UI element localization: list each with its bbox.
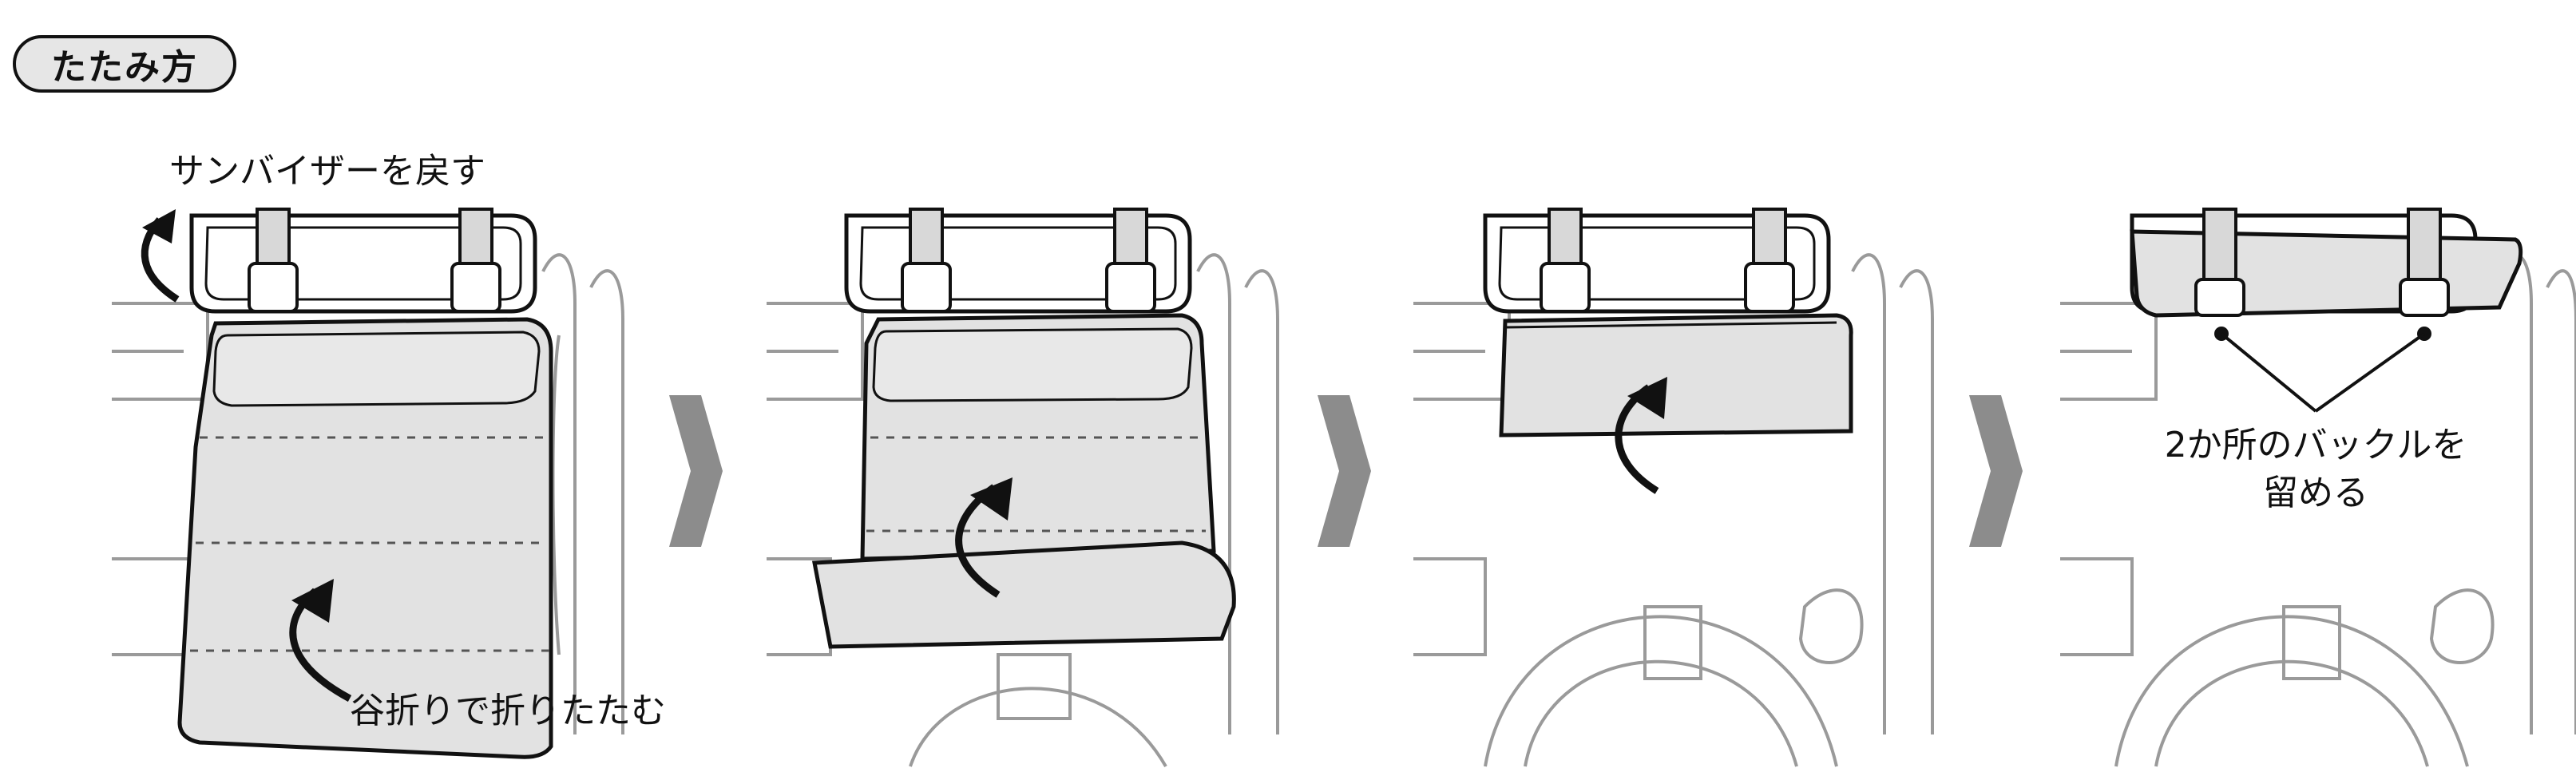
step-1 [112,208,624,759]
strap-left-4 [2194,208,2245,317]
shade-panel-1 [177,317,553,759]
buckle-pointer-lines [2214,327,2431,413]
step-chevron-icon [1969,395,2023,547]
curved-arrow-icon [955,477,1013,598]
step-4-caption-line-2: 留める [2263,473,2368,513]
shade-panel-3 [1499,313,1853,437]
step-1-caption-top: サンバイザーを戻す [169,151,485,192]
curved-arrow-icon [141,209,180,303]
section-title: たたみ方 [51,47,198,88]
curved-arrow-icon [1615,377,1667,494]
step-3 [1413,208,1934,767]
strap-right-2 [1105,208,1156,313]
strap-left-2 [901,208,952,313]
folded-shade-4 [2130,229,2523,318]
step-2 [767,208,1279,767]
step-4-caption-line-1: 2か所のバックルを [2164,425,2467,465]
strap-left-1 [248,208,299,313]
section-title-pill: たたみ方 [13,35,236,93]
strap-right-3 [1744,208,1795,313]
shade-panel-2 [812,313,1236,649]
step-chevron-icon [669,395,723,547]
step-chevron-icon [1318,395,1371,547]
strap-right-4 [2399,208,2450,317]
strap-right-1 [450,208,501,313]
step-4 [2060,208,2576,767]
curved-arrow-icon [289,579,352,702]
strap-left-3 [1540,208,1591,313]
step-1-caption-bottom: 谷折りで折りたたむ [350,691,666,731]
step-4-caption: 2か所のバックルを 留める [2148,422,2483,517]
